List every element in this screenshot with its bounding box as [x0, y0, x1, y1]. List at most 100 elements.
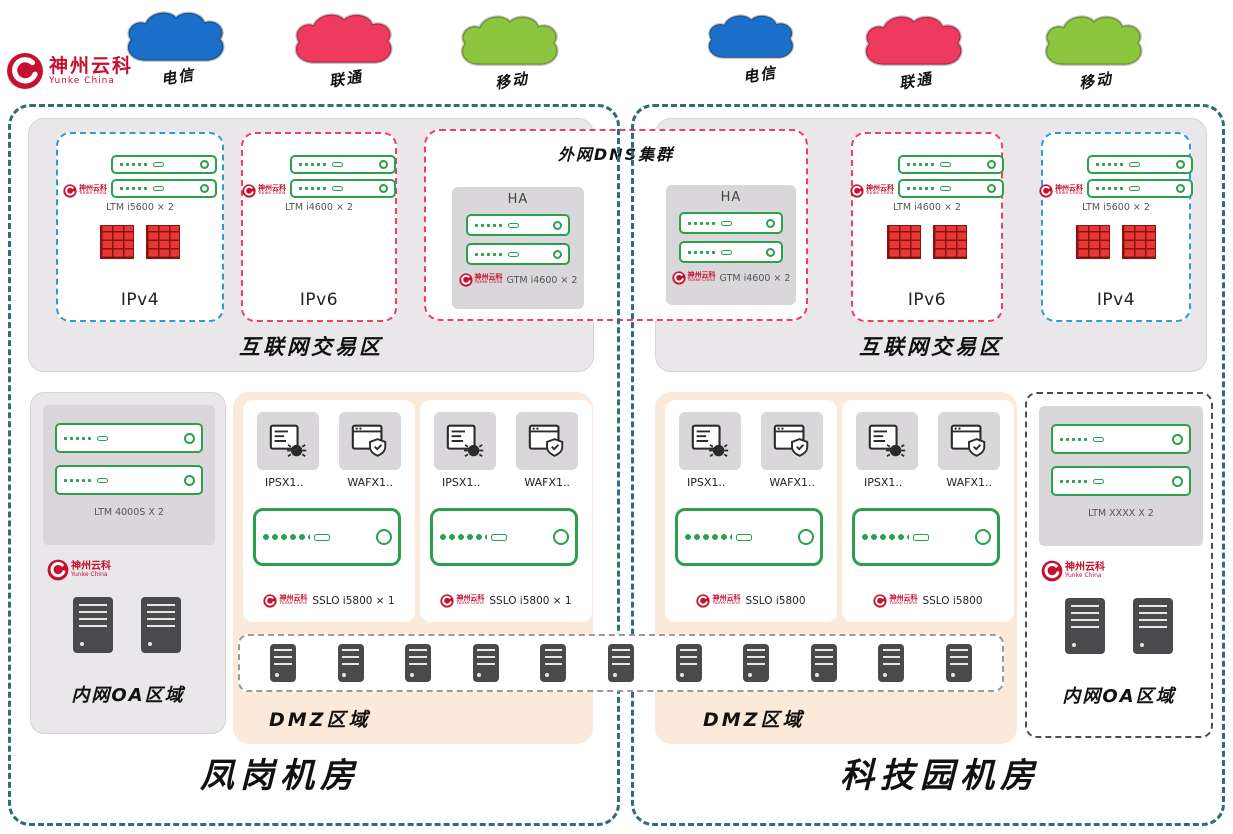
firewall-icon	[100, 225, 134, 259]
ips-icon	[269, 424, 307, 457]
ips-label: IPSX1..	[264, 476, 304, 489]
appliance-icon	[111, 179, 217, 198]
waf-icon	[950, 424, 986, 457]
ips-label: IPSX1..	[686, 476, 726, 489]
waf-tile	[516, 412, 578, 470]
ha-label: HA	[507, 192, 529, 207]
ips-icon	[868, 424, 906, 457]
waf-label: WAFX1..	[347, 476, 393, 489]
firewall-pair	[1076, 225, 1156, 259]
gtm-appliance-icon	[466, 214, 570, 236]
isp-cloud-mobile-left: 移动	[452, 10, 572, 93]
brand-text: 神州云科 Yunke China	[49, 55, 133, 86]
brand-swirl-icon	[63, 184, 77, 198]
server-icon	[878, 644, 905, 682]
ipv4-label: IPv4	[1096, 290, 1136, 310]
fenggang-dc-name: 凤岗机房	[200, 756, 360, 796]
waf-label: WAFX1..	[946, 476, 992, 489]
brand-swirl-icon	[696, 594, 711, 608]
device-model-label: LTM i5600 × 2	[1082, 202, 1150, 213]
tile-labels: IPSX1.. WAFX1..	[665, 476, 837, 489]
appliance-icon	[290, 155, 396, 174]
ha-label: HA	[720, 190, 742, 205]
gtm-model-label: GTM i4600 × 2	[506, 274, 578, 286]
oa-zone-title: 内网OA区域	[1062, 686, 1176, 707]
device-model-label: LTM XXXX X 2	[1088, 508, 1154, 519]
ips-icon	[446, 424, 484, 457]
waf-tile	[938, 412, 1000, 470]
cloud-icon	[864, 15, 963, 66]
ips-tile	[679, 412, 741, 470]
firewall-icon	[146, 225, 180, 259]
appliance-icon	[1051, 424, 1191, 454]
ips-tile	[257, 412, 319, 470]
brand-swirl-icon	[873, 594, 888, 608]
gtm-appliance-icon	[466, 243, 570, 265]
appliance-icon	[898, 179, 1004, 198]
isp-cloud-unicom-right: 联通	[856, 10, 976, 93]
isp-cloud-mobile-right: 移动	[1036, 10, 1156, 93]
brand-swirl-icon	[7, 53, 43, 89]
gtm-appliance-icon	[679, 212, 783, 234]
oa-zone-title: 内网OA区域	[71, 685, 185, 706]
server-icon	[1133, 598, 1173, 654]
isp-cloud-telecom-left: 电信	[118, 6, 238, 89]
gtm-appliance-icon	[679, 241, 783, 263]
appliance-icon	[290, 179, 396, 198]
sslo-model-label: SSLO i5800 × 1	[312, 595, 395, 607]
firewall-icon	[887, 225, 921, 259]
appliance-icon	[111, 155, 217, 174]
dmz-zone-title: DMZ区域	[703, 709, 805, 731]
brand-swirl-icon	[242, 184, 256, 198]
sslo-appliance-icon	[430, 508, 578, 566]
appliance-icon	[1087, 155, 1193, 174]
cloud-icon	[126, 11, 225, 62]
appliance-icon	[55, 423, 203, 453]
ips-label: IPSX1..	[863, 476, 903, 489]
brand-swirl-icon	[1041, 560, 1063, 582]
server-icon	[1065, 598, 1105, 654]
firewall-pair	[100, 225, 180, 259]
device-model-label: LTM i4600 × 2	[893, 202, 961, 213]
brand-swirl-icon	[1039, 184, 1053, 198]
device-model-label: LTM i4600 × 2	[285, 202, 353, 213]
waf-icon	[351, 424, 387, 457]
server-icon	[743, 644, 770, 682]
server-icon	[73, 597, 113, 653]
cloud-icon	[460, 15, 559, 66]
ipv6-label: IPv6	[299, 290, 339, 310]
waf-label: WAFX1..	[769, 476, 815, 489]
brand-swirl-icon	[263, 594, 278, 608]
ipv6-label: IPv6	[907, 290, 947, 310]
internet-zone-title: 互联网交易区	[859, 335, 1003, 359]
sslo-appliance-icon	[852, 508, 1000, 566]
tile-labels: IPSX1.. WAFX1..	[842, 476, 1014, 489]
brand-swirl-icon	[671, 271, 686, 285]
waf-tile	[761, 412, 823, 470]
server-icon	[337, 644, 364, 682]
